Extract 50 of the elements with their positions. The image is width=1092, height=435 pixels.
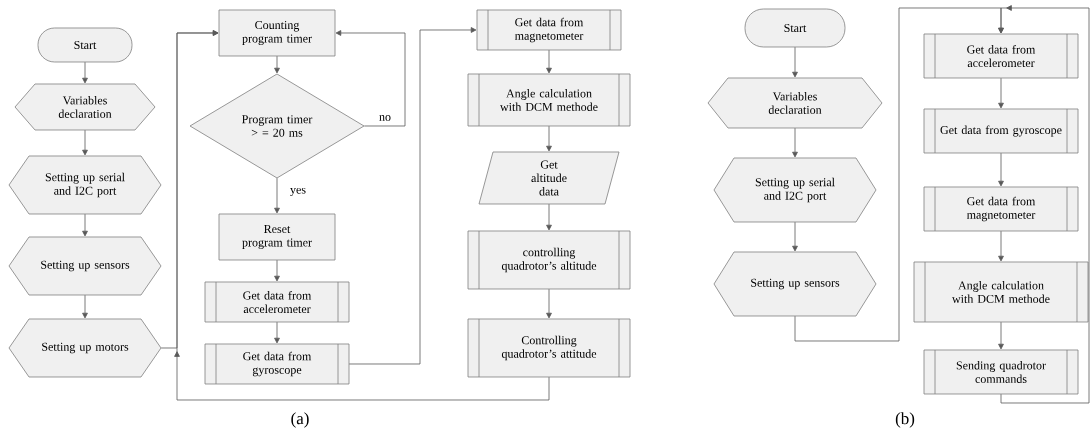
arrow bbox=[546, 288, 552, 319]
subprocess-box: Angle calculation with DCM methode bbox=[467, 73, 631, 127]
arrow bbox=[792, 221, 798, 252]
preparation-hexagon: Variables declaration bbox=[707, 77, 883, 129]
arrow bbox=[274, 55, 280, 74]
arrow bbox=[274, 259, 280, 282]
data-parallelogram: Get altitude data bbox=[478, 151, 620, 205]
arrow bbox=[792, 127, 798, 158]
subprocess-box: Controlling quadrotor’s attitude bbox=[467, 318, 631, 378]
preparation-hexagon: Setting up serial and I2C port bbox=[8, 155, 162, 215]
arrow bbox=[546, 125, 552, 152]
subprocess-box: Angle calculation with DCM methode bbox=[913, 261, 1089, 323]
preparation-hexagon: Setting up sensors bbox=[8, 236, 162, 296]
arrow bbox=[546, 203, 552, 231]
subprocess-box: Get data from gyroscope bbox=[204, 343, 350, 385]
subprocess-box: Sending quadrotor commands bbox=[923, 349, 1079, 395]
panel-label: (b) bbox=[895, 412, 915, 428]
process-box: Reset program timer bbox=[218, 213, 336, 261]
arrow bbox=[998, 5, 1090, 404]
subprocess-box: Get data from magnetometer bbox=[923, 186, 1079, 232]
arrow bbox=[792, 46, 798, 78]
preparation-hexagon: Variables declaration bbox=[14, 83, 156, 131]
preparation-hexagon: Setting up sensors bbox=[713, 251, 877, 317]
subprocess-box: Get data from magnetometer bbox=[476, 9, 622, 51]
subprocess-box: Get data from gyroscope bbox=[923, 108, 1079, 154]
subprocess-box: controlling quadrotor’s altitude bbox=[467, 230, 631, 290]
edge-label: no bbox=[378, 114, 392, 122]
arrow bbox=[335, 30, 406, 127]
preparation-hexagon: Setting up motors bbox=[8, 318, 162, 378]
arrow bbox=[998, 77, 1004, 109]
preparation-hexagon: Setting up serial and I2C port bbox=[713, 157, 877, 223]
panel-label: (a) bbox=[291, 412, 309, 428]
arrow bbox=[174, 30, 550, 401]
arrow bbox=[82, 129, 88, 156]
arrow bbox=[82, 294, 88, 319]
arrow bbox=[546, 49, 552, 74]
edge-label: yes bbox=[289, 186, 307, 198]
arrow bbox=[82, 213, 88, 237]
subprocess-box: Get data from accelerometer bbox=[923, 33, 1079, 79]
arrow bbox=[348, 27, 477, 365]
arrow bbox=[998, 321, 1004, 350]
arrow bbox=[998, 230, 1004, 262]
arrow bbox=[274, 177, 280, 214]
arrow bbox=[274, 321, 280, 344]
process-box: Counting program timer bbox=[218, 9, 336, 57]
start-terminal: Start bbox=[37, 27, 133, 63]
start-terminal: Start bbox=[744, 8, 846, 48]
subprocess-box: Get data from accelerometer bbox=[204, 281, 350, 323]
arrow bbox=[82, 61, 88, 84]
arrow bbox=[998, 152, 1004, 187]
